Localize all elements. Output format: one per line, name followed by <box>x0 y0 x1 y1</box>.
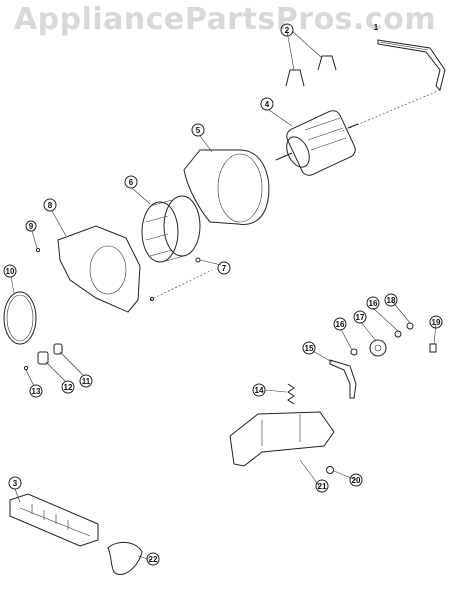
watermark-logo: AppliancePartsPros.com <box>13 2 437 37</box>
callout-8: 8 <box>43 198 57 212</box>
part-bolt[interactable] <box>429 343 437 353</box>
svg-text:7: 7 <box>222 264 227 273</box>
svg-text:20: 20 <box>352 476 361 485</box>
callout-19: 19 <box>429 315 443 329</box>
svg-text:12: 12 <box>64 383 73 392</box>
callout-2: 2 <box>280 23 294 37</box>
part-front-cover[interactable] <box>57 225 141 313</box>
part-clips[interactable] <box>285 55 337 87</box>
svg-text:17: 17 <box>356 313 365 322</box>
svg-text:4: 4 <box>265 100 270 109</box>
callout-10: 10 <box>3 264 17 278</box>
part-small-screw[interactable] <box>35 247 41 253</box>
svg-text:10: 10 <box>6 267 15 276</box>
svg-text:21: 21 <box>318 482 327 491</box>
callout-9: 9 <box>25 220 37 232</box>
callout-17: 17 <box>353 310 367 324</box>
part-terminal-block[interactable] <box>9 493 99 547</box>
part-motor[interactable] <box>275 108 359 178</box>
leader-lines <box>10 30 437 561</box>
part-idler-bracket[interactable] <box>229 411 335 467</box>
callout-18: 18 <box>384 293 398 307</box>
svg-text:13: 13 <box>32 387 41 396</box>
callout-15: 15 <box>302 341 316 355</box>
svg-text:8: 8 <box>48 201 53 210</box>
svg-text:5: 5 <box>196 126 201 135</box>
callout-4: 4 <box>260 97 274 111</box>
callout-20: 20 <box>349 473 363 487</box>
part-nut[interactable] <box>326 466 334 474</box>
callout-13: 13 <box>29 384 43 398</box>
callout-22: 22 <box>146 552 160 566</box>
part-belt[interactable] <box>377 39 446 91</box>
svg-text:19: 19 <box>432 318 441 327</box>
callout-16a: 16 <box>333 317 347 331</box>
callout-21: 21 <box>315 479 329 493</box>
svg-text:6: 6 <box>129 178 134 187</box>
svg-text:16: 16 <box>336 320 345 329</box>
part-spring[interactable] <box>287 383 295 405</box>
svg-text:11: 11 <box>82 377 91 386</box>
svg-text:15: 15 <box>305 344 314 353</box>
part-blower-wheel[interactable] <box>141 195 201 263</box>
callout-5: 5 <box>191 123 205 137</box>
callout-16b: 16 <box>366 296 380 310</box>
part-screws[interactable] <box>149 257 213 301</box>
svg-text:22: 22 <box>149 555 158 564</box>
svg-text:2: 2 <box>285 26 290 35</box>
callout-14: 14 <box>252 383 266 397</box>
callout-3: 3 <box>8 476 22 490</box>
callout-1: 1 <box>374 23 379 32</box>
svg-text:14: 14 <box>255 386 264 395</box>
callout-7: 7 <box>217 261 231 275</box>
callout-6: 6 <box>124 175 138 189</box>
part-blower-housing[interactable] <box>183 149 270 225</box>
svg-text:9: 9 <box>29 222 34 231</box>
part-switch-assembly[interactable] <box>23 343 63 371</box>
part-pulley[interactable] <box>350 322 414 357</box>
callout-11: 11 <box>79 374 93 388</box>
svg-text:18: 18 <box>387 296 396 305</box>
part-lever-arm[interactable] <box>329 359 357 399</box>
svg-text:3: 3 <box>13 479 18 488</box>
part-clamp[interactable] <box>107 542 143 575</box>
callout-12: 12 <box>61 380 75 394</box>
svg-text:16: 16 <box>369 299 378 308</box>
svg-text:1: 1 <box>374 23 379 32</box>
part-ring-seal[interactable] <box>3 291 37 345</box>
